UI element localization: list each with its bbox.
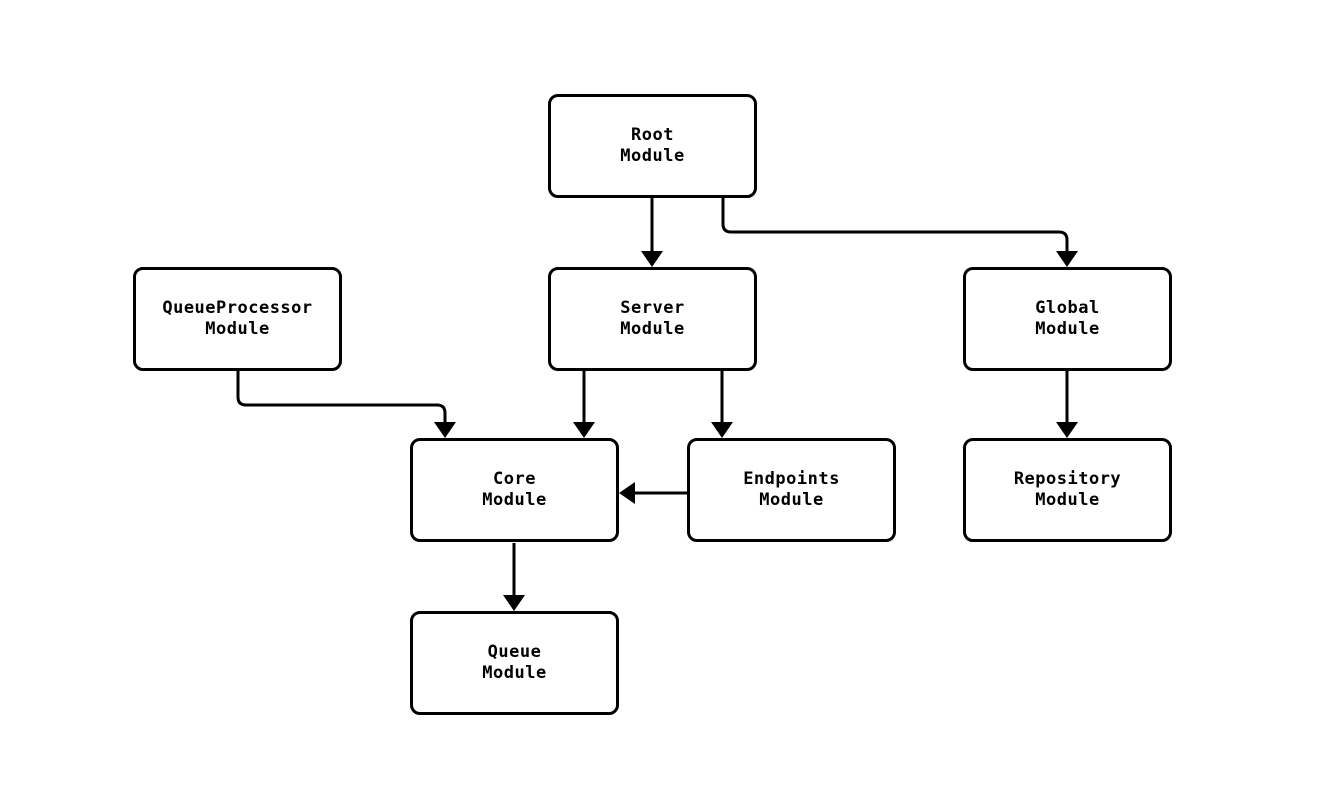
node-root-module-label-line1: Root <box>631 125 674 145</box>
node-endpoints-module-label-line2: Module <box>759 490 824 510</box>
node-repository-module: Repository Module <box>963 438 1172 542</box>
node-root-module: Root Module <box>548 94 757 198</box>
edge-root-to-global <box>721 198 1078 267</box>
node-repository-module-label-line2: Module <box>1035 490 1100 510</box>
node-server-module-label-line1: Server <box>620 298 685 318</box>
node-queueprocessor-module-label-line1: QueueProcessor <box>162 298 313 318</box>
edge-queueprocessor-to-core <box>236 371 456 438</box>
node-server-module: Server Module <box>548 267 757 371</box>
node-core-module-label-line1: Core <box>493 469 536 489</box>
node-core-module-label-line2: Module <box>482 490 547 510</box>
node-queueprocessor-module: QueueProcessor Module <box>133 267 342 371</box>
node-queue-module: Queue Module <box>410 611 619 715</box>
node-root-module-label-line2: Module <box>620 146 685 166</box>
node-server-module-label-line2: Module <box>620 319 685 339</box>
node-global-module-label-line1: Global <box>1035 298 1100 318</box>
node-global-module-label-line2: Module <box>1035 319 1100 339</box>
node-global-module: Global Module <box>963 267 1172 371</box>
node-endpoints-module: Endpoints Module <box>687 438 896 542</box>
node-queueprocessor-module-label-line2: Module <box>205 319 270 339</box>
node-repository-module-label-line1: Repository <box>1013 469 1122 489</box>
node-queue-module-label-line2: Module <box>482 663 547 683</box>
node-core-module: Core Module <box>410 438 619 542</box>
node-queue-module-label-line1: Queue <box>487 642 542 662</box>
node-endpoints-module-label-line1: Endpoints <box>743 469 840 489</box>
